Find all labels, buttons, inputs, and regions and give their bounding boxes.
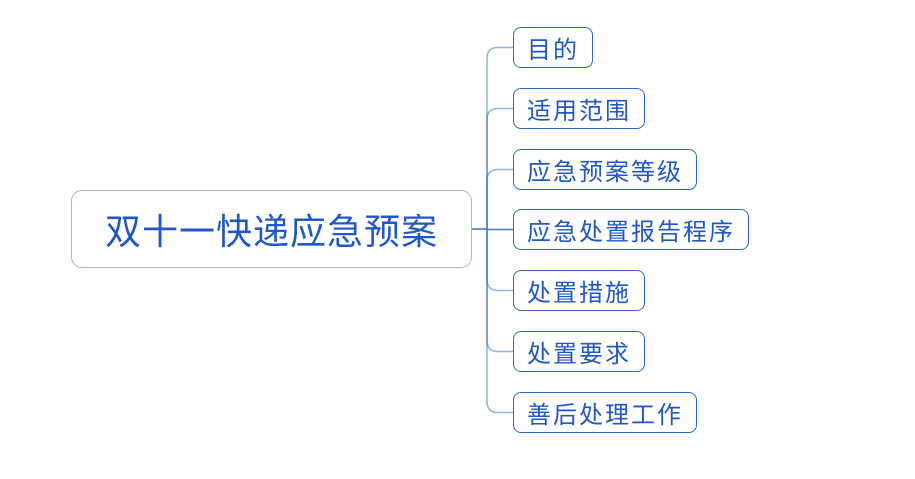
branch-node-aftermath[interactable]: 善后处理工作: [513, 392, 697, 433]
branch-node-label: 应急预案等级: [527, 160, 683, 186]
branch-node-label: 应急处置报告程序: [527, 220, 735, 246]
branch-node-label: 适用范围: [527, 99, 631, 125]
connector-branch-2: [486, 107, 513, 229]
connector-branch-5: [486, 230, 513, 292]
branch-node-purpose[interactable]: 目的: [513, 27, 593, 68]
connector-branch-3: [486, 168, 513, 229]
branch-node-label: 目的: [527, 38, 579, 64]
connector-branch-1: [486, 46, 513, 229]
branch-node-scope[interactable]: 适用范围: [513, 88, 645, 129]
branch-node-label: 处置要求: [527, 342, 631, 368]
branch-node-label: 善后处理工作: [527, 403, 683, 429]
connector-branch-7: [486, 230, 513, 414]
root-node-label: 双十一快递应急预案: [104, 212, 438, 252]
branch-node-requirements[interactable]: 处置要求: [513, 331, 645, 372]
branch-node-measures[interactable]: 处置措施: [513, 270, 645, 311]
branch-node-label: 处置措施: [527, 281, 631, 307]
branch-node-report-procedure[interactable]: 应急处置报告程序: [513, 209, 749, 250]
branch-node-plan-level[interactable]: 应急预案等级: [513, 149, 697, 190]
root-node[interactable]: 双十一快递应急预案: [71, 190, 472, 268]
